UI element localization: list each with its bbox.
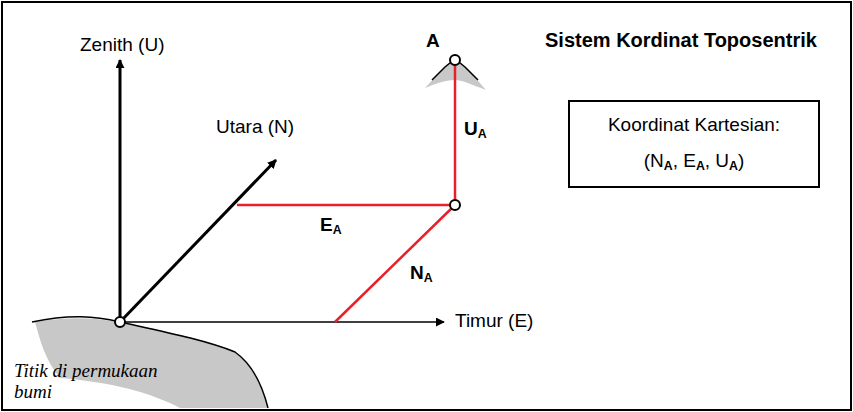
axis-label: Utara (N) [216, 116, 294, 138]
component-label: EA [320, 214, 342, 237]
box-heading: Koordinat Kartesian: [570, 112, 818, 138]
east-component [237, 204, 455, 207]
zenith-axis [119, 60, 122, 322]
north-component [335, 205, 455, 322]
box-body: (NA, EA, UA) [570, 148, 818, 179]
component-label: UA [464, 118, 487, 141]
projection-point [450, 200, 460, 210]
point-label: A [426, 30, 440, 52]
axis-label: Zenith (U) [80, 34, 164, 56]
north-axis [120, 160, 276, 322]
axis-label: Timur (E) [455, 310, 533, 332]
east-axis [120, 321, 444, 323]
up-component [454, 62, 457, 205]
surface-note: Titik di permukaan bumi [14, 360, 184, 402]
diagram-title: Sistem Kordinat Toposentrik [545, 28, 817, 52]
origin-point [115, 317, 125, 327]
point-a [450, 55, 460, 65]
info-box: Koordinat Kartesian: (NA, EA, UA) [568, 100, 820, 188]
component-label: NA [410, 262, 433, 285]
